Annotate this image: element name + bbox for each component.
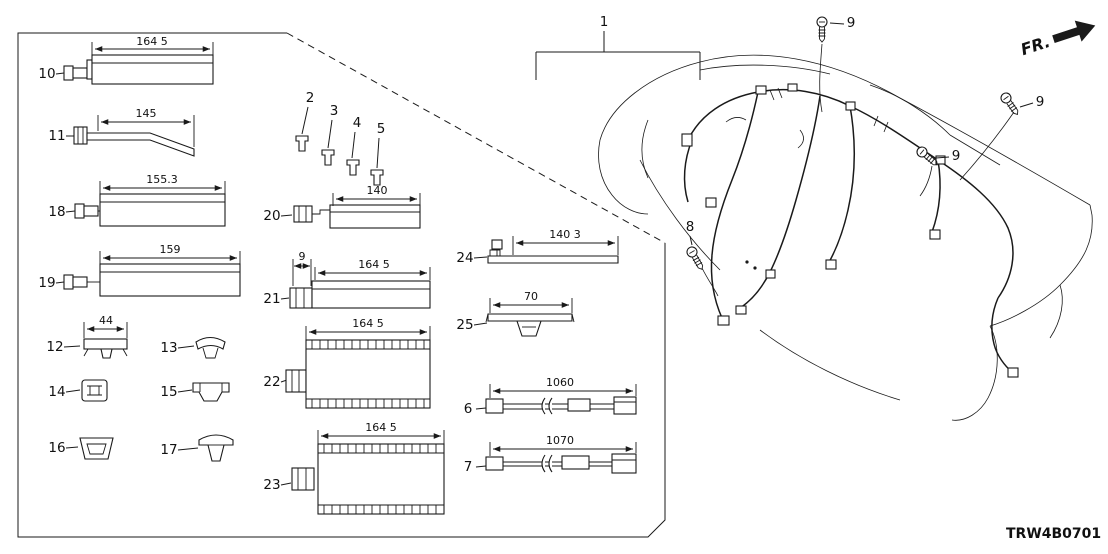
dimension-19: 159 [99,243,241,265]
dimension-10: 164 5 [91,35,214,56]
fr-direction: FR. [1018,20,1096,59]
callout-8: 8 [686,219,695,235]
detail-box-border [17,32,666,538]
dimension-7: 1070 [489,434,637,456]
dim-21-value: 164 5 [358,258,390,271]
callout-12: 12 [46,339,63,355]
part-4: 4 [346,115,362,176]
dim-24-value: 140 3 [549,228,581,241]
screw-icon [684,244,707,273]
callout-4: 4 [353,115,362,131]
callout-3: 3 [330,103,339,119]
dimension-24: 140 3 [512,228,619,255]
part-9-middle: 9 [914,144,961,197]
instrument-panel-outline [598,54,1093,421]
callout-22: 22 [263,374,280,390]
part-18: 18 155.3 [48,173,226,227]
dimension-25: 70 [489,290,573,313]
callout-18: 18 [48,204,65,220]
callout-6: 6 [464,401,473,417]
dim-22-value: 164 5 [352,317,384,330]
callout-15: 15 [160,384,177,400]
part-20: 20 140 [263,184,421,229]
dimension-6: 1060 [489,376,637,398]
callout-11: 11 [48,128,65,144]
callout-9-top: 9 [847,15,856,31]
dim-25-value: 70 [524,290,538,303]
part-11: 11 145 [48,107,195,157]
drawing-code: TRW4B0701 [1006,526,1101,542]
callout-10: 10 [38,66,55,82]
dimension-21: 164 5 [314,258,431,280]
part-23: 23 164 5 [263,421,445,515]
callout-5: 5 [377,121,386,137]
callout-2: 2 [306,90,315,106]
screw-icon [816,16,828,43]
part-16: 16 [48,437,114,460]
callout-25: 25 [456,317,473,333]
part-14: 14 [48,379,108,402]
dim-21-connector-value: 9 [299,250,306,263]
callout-20: 20 [263,208,280,224]
dim-19-value: 159 [160,243,181,256]
dimension-18: 155.3 [99,173,226,195]
part-15: 15 [160,382,230,402]
dimension-21-connector: 9 [292,250,312,286]
dim-23-value: 164 5 [365,421,397,434]
callout-16: 16 [48,440,65,456]
callout-21: 21 [263,291,280,307]
dimension-23: 164 5 [317,421,445,444]
callout-9-middle: 9 [952,148,961,164]
screw-icon [998,90,1023,118]
callout-1-group: 1 [535,14,701,80]
callout-24: 24 [456,250,473,266]
part-8: 8 [684,219,719,297]
dimension-22: 164 5 [305,317,431,340]
callout-14: 14 [48,384,65,400]
part-2: 2 [295,90,315,152]
part-9-right: 9 [959,90,1045,181]
dimension-20: 140 [332,184,421,206]
part-13: 13 [160,336,226,359]
dimension-11: 145 [97,107,195,147]
dim-18-value: 155.3 [146,173,178,186]
part-10: 10 164 5 [38,35,214,85]
callout-13: 13 [160,340,177,356]
fr-label: FR. [1018,32,1052,59]
callout-19: 19 [38,275,55,291]
part-5: 5 [370,121,386,186]
part-19: 19 159 [38,243,241,297]
part-24: 24 140 3 [456,228,619,266]
fr-arrow-icon [1052,20,1096,43]
dimension-12: 44 [83,314,128,338]
dim-7-value: 1070 [546,434,574,447]
part-21: 21 9 164 5 [263,250,431,309]
callout-17: 17 [160,442,177,458]
part-7: 7 1070 [464,434,637,475]
part-12: 12 44 [46,314,128,359]
dim-10-value: 164 5 [136,35,168,48]
dim-11-value: 145 [136,107,157,120]
part-17: 17 [160,434,234,462]
harness-illustration [681,83,1019,378]
callout-1: 1 [600,14,609,30]
part-22: 22 164 5 [263,317,431,409]
part-6: 6 1060 [464,376,637,417]
part-25: 25 70 [456,290,575,337]
dim-12-value: 44 [99,314,113,327]
callout-23: 23 [263,477,280,493]
dim-6-value: 1060 [546,376,574,389]
dim-20-value: 140 [367,184,388,197]
part-3: 3 [321,103,339,166]
part-9-top: 9 [816,15,856,113]
callout-9-right: 9 [1036,94,1045,110]
callout-7: 7 [464,459,473,475]
